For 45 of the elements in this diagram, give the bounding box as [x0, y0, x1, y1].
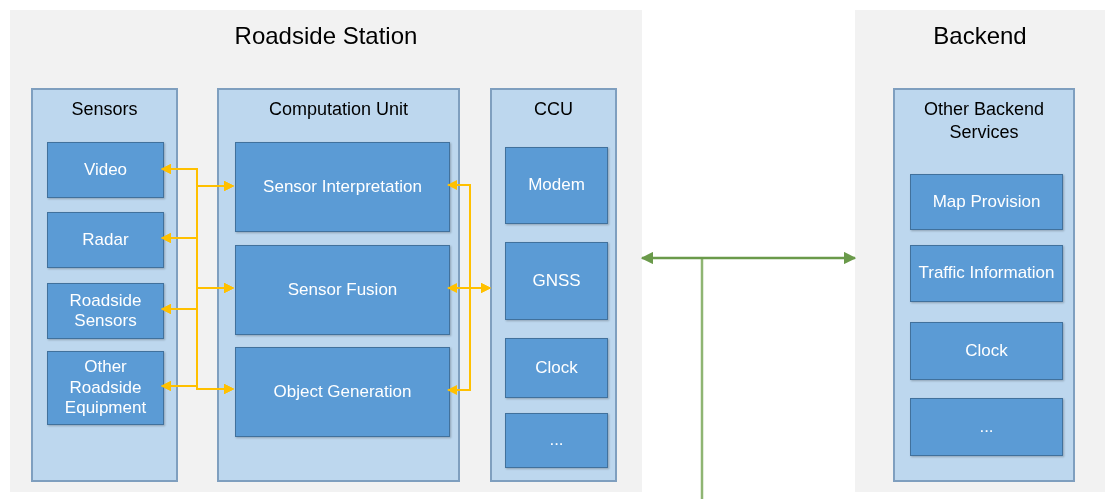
connector-arrow [447, 283, 491, 395]
station-area [10, 10, 642, 492]
connector-arrow [640, 251, 857, 265]
component-box [505, 413, 608, 468]
component-label: Modem [527, 175, 586, 196]
panel-title: Sensors [70, 98, 139, 121]
area-title: Backend [933, 22, 1027, 50]
panel-title: CCU [533, 98, 574, 121]
component-label: Other Roadside Equipment [63, 357, 148, 419]
area-title: Roadside Station [234, 22, 418, 50]
component-box [47, 351, 164, 425]
component-box [505, 242, 608, 320]
component-label: Clock [964, 340, 1009, 362]
component-label: Object Generation [272, 381, 413, 403]
component-box [910, 398, 1063, 456]
module-panel [217, 88, 460, 482]
component-box [910, 322, 1063, 380]
component-box [505, 147, 608, 224]
station-area [855, 10, 1105, 492]
component-label: Video [82, 159, 129, 181]
component-label: Clock [534, 357, 579, 379]
component-label: GNSS [531, 270, 582, 292]
component-box [910, 245, 1063, 302]
component-box [47, 212, 164, 268]
component-label: Radar [81, 229, 130, 251]
module-panel [31, 88, 178, 482]
component-box [47, 283, 164, 339]
panel-title: Other Backend Services [922, 98, 1046, 145]
component-label: ... [548, 430, 565, 451]
component-box [505, 338, 608, 398]
panel-title: Computation Unit [267, 98, 410, 121]
component-box [235, 347, 450, 437]
module-panel [893, 88, 1075, 482]
component-box [235, 142, 450, 232]
module-panel [490, 88, 617, 482]
component-label: Sensor Fusion [286, 279, 399, 301]
component-box [47, 142, 164, 198]
component-box [910, 174, 1063, 230]
component-label: Roadside Sensors [68, 290, 143, 332]
component-box [235, 245, 450, 335]
component-label: Map Provision [931, 191, 1042, 213]
component-label: Traffic Information [917, 263, 1056, 284]
component-label: Sensor Interpretation [262, 176, 423, 198]
connector-arrow [161, 381, 234, 394]
component-label: ... [978, 416, 995, 438]
